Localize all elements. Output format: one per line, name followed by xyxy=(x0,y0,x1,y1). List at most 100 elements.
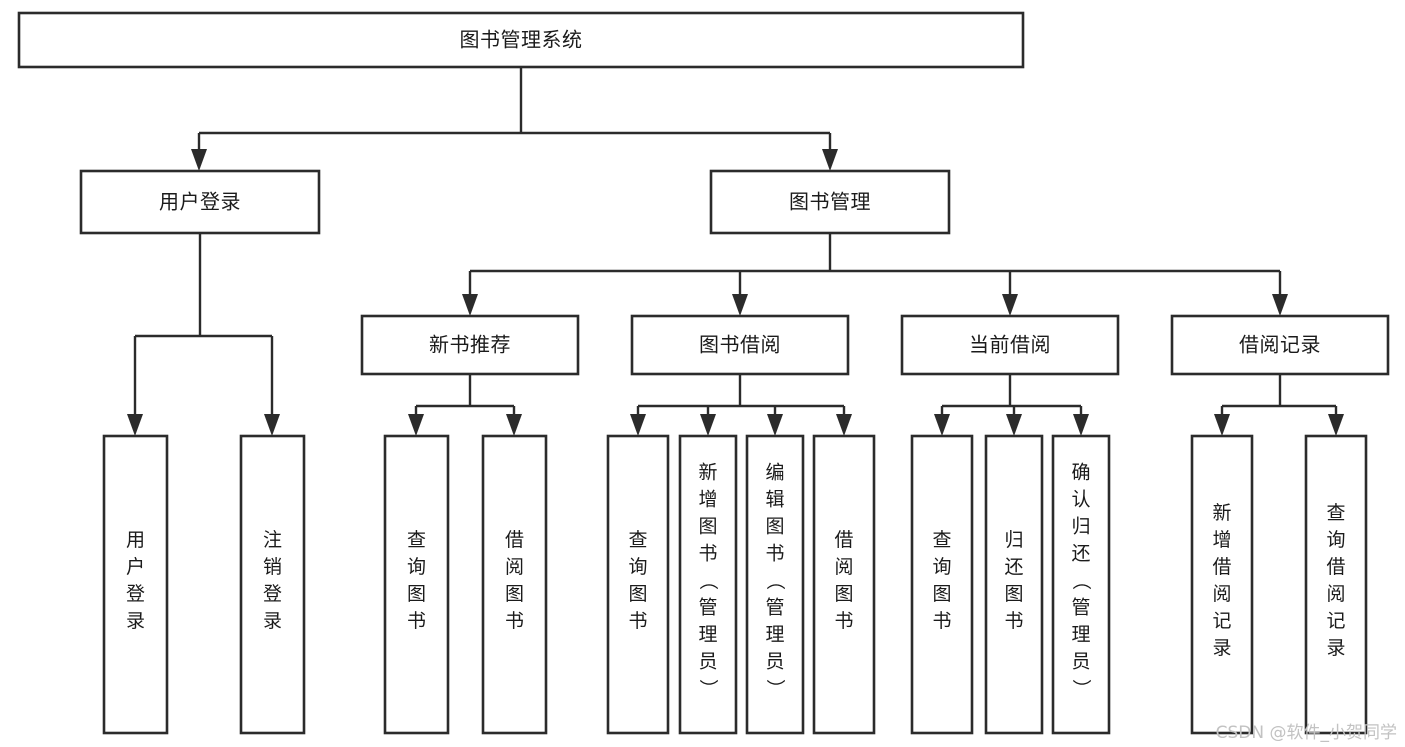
node-label-char: ） xyxy=(1070,679,1092,698)
arrow-head-icon xyxy=(264,414,280,436)
node-label-char: 书 xyxy=(698,543,717,565)
node-box[interactable] xyxy=(900,314,1120,376)
node-label-char: 还 xyxy=(1071,543,1090,565)
arrow-head-icon xyxy=(408,414,424,436)
node-box[interactable] xyxy=(481,434,548,735)
node-box[interactable] xyxy=(984,434,1044,735)
node-box[interactable] xyxy=(79,169,321,235)
node-label-char: 归 xyxy=(1071,516,1090,538)
node-label-char: 增 xyxy=(698,489,717,511)
arrow-head-icon xyxy=(1214,414,1230,436)
arrow-head-icon xyxy=(934,414,950,436)
node-label: 图书管理 xyxy=(789,190,871,214)
node-label-char: （ xyxy=(697,571,719,590)
node-box[interactable] xyxy=(102,434,169,735)
arrow-head-icon xyxy=(462,294,478,316)
arrow-head-icon xyxy=(767,414,783,436)
node-label-char: 还 xyxy=(1004,556,1023,578)
node-box[interactable] xyxy=(678,434,738,735)
node-box[interactable] xyxy=(1051,434,1111,735)
node-label-char: 注 xyxy=(263,529,282,551)
node-label-char: 查 xyxy=(407,529,426,551)
node-label: 图书借阅 xyxy=(699,333,781,357)
node-label-char: 录 xyxy=(126,610,145,632)
node-label-char: 员 xyxy=(765,651,784,673)
node-box[interactable] xyxy=(1190,434,1254,735)
node-level3-3[interactable]: 借阅记录 xyxy=(1170,314,1390,376)
node-leaf-0[interactable]: 用户登录 xyxy=(102,434,169,735)
node-label-char: 查 xyxy=(932,529,951,551)
node-label-char: 新 xyxy=(1212,502,1231,524)
node-label-char: 图 xyxy=(1004,583,1023,605)
node-label: 当前借阅 xyxy=(969,333,1051,357)
node-label-char: 辑 xyxy=(765,489,784,511)
node-level3-0[interactable]: 新书推荐 xyxy=(360,314,580,376)
arrow-head-icon xyxy=(1006,414,1022,436)
node-label-char: 录 xyxy=(1212,637,1231,659)
node-level2-1[interactable]: 图书管理 xyxy=(709,169,951,235)
node-label-char: 阅 xyxy=(505,556,524,578)
node-root-图书管理系统[interactable]: 图书管理系统 xyxy=(17,11,1025,69)
node-box[interactable] xyxy=(383,434,450,735)
node-box[interactable] xyxy=(745,434,805,735)
arrow-head-icon xyxy=(822,149,838,171)
node-label-char: 确 xyxy=(1071,462,1090,484)
node-label-char: 管 xyxy=(698,597,717,619)
node-box[interactable] xyxy=(606,434,670,735)
csdn-watermark: CSDN @软件_小贺同学 xyxy=(1215,723,1397,743)
node-label-char: 书 xyxy=(1004,610,1023,632)
node-label-char: （ xyxy=(1070,571,1092,590)
connector-layer xyxy=(127,67,1344,436)
node-label-char: 借 xyxy=(1326,556,1345,578)
node-label-char: 理 xyxy=(698,624,717,646)
node-label-char: 认 xyxy=(1071,489,1090,511)
node-label: 新书推荐 xyxy=(429,333,511,357)
node-label-char: 登 xyxy=(126,583,145,605)
arrow-head-icon xyxy=(506,414,522,436)
node-box[interactable] xyxy=(1304,434,1368,735)
arrow-head-icon xyxy=(1002,294,1018,316)
arrow-head-icon xyxy=(1272,294,1288,316)
arrow-head-icon xyxy=(700,414,716,436)
node-level3-2[interactable]: 当前借阅 xyxy=(900,314,1120,376)
arrow-head-icon xyxy=(630,414,646,436)
node-box[interactable] xyxy=(812,434,876,735)
node-label-char: 图 xyxy=(505,583,524,605)
node-label-char: 书 xyxy=(765,543,784,565)
node-label-char: 编 xyxy=(765,462,784,484)
node-box[interactable] xyxy=(1170,314,1390,376)
node-label-char: 户 xyxy=(126,556,145,578)
node-label-char: 书 xyxy=(834,610,853,632)
node-label-char: 管 xyxy=(1071,597,1090,619)
node-box[interactable] xyxy=(910,434,974,735)
node-label-char: 询 xyxy=(932,556,951,578)
node-label-char: 询 xyxy=(407,556,426,578)
node-label-char: 借 xyxy=(505,529,524,551)
node-box[interactable] xyxy=(360,314,580,376)
node-label: 借阅记录 xyxy=(1239,333,1321,357)
node-level2-0[interactable]: 用户登录 xyxy=(79,169,321,235)
node-box[interactable] xyxy=(239,434,306,735)
node-box[interactable] xyxy=(17,11,1025,69)
node-box[interactable] xyxy=(709,169,951,235)
node-box[interactable] xyxy=(630,314,850,376)
node-level3-1[interactable]: 图书借阅 xyxy=(630,314,850,376)
node-label-char: 记 xyxy=(1326,610,1345,632)
node-label-char: 理 xyxy=(1071,624,1090,646)
arrow-head-icon xyxy=(191,149,207,171)
node-label-char: 登 xyxy=(263,583,282,605)
